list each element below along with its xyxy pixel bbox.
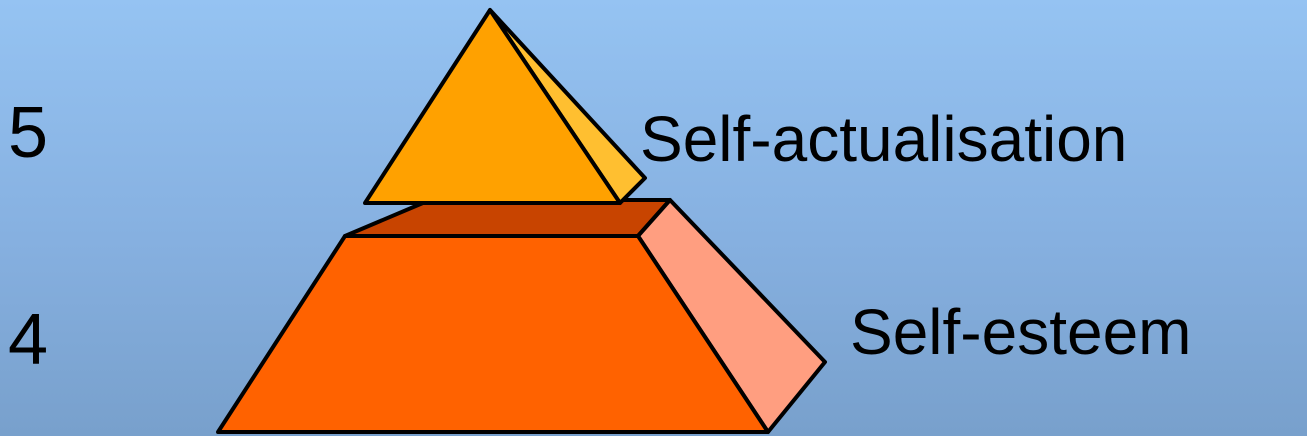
self-esteem-tier-top-face	[345, 200, 670, 236]
self-esteem-label: Self-esteem	[850, 300, 1191, 364]
self-actualisation-label: Self-actualisation	[640, 107, 1127, 171]
self-actualisation-apex	[365, 10, 645, 203]
self-esteem-tier	[218, 200, 825, 432]
